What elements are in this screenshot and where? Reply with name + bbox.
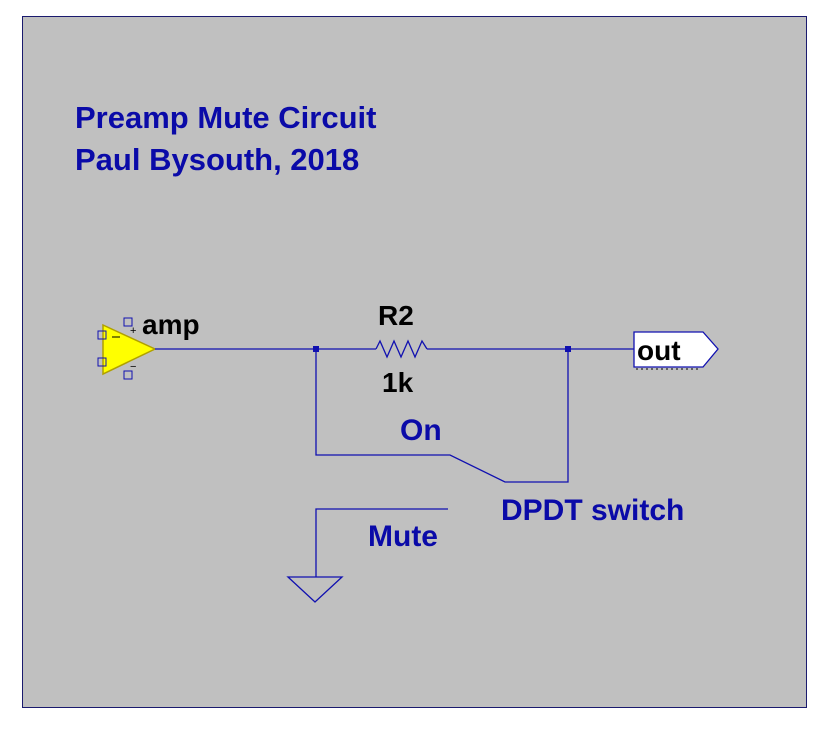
switch-name-label: DPDT switch [501, 494, 684, 527]
switch-mute-label: Mute [368, 520, 438, 553]
output-port-flag[interactable] [633, 331, 719, 368]
opamp-pin-in-plus[interactable] [97, 330, 107, 340]
resistor-value-label: 1k [382, 367, 414, 398]
opamp-pin-in-minus[interactable] [97, 357, 107, 367]
ground-icon[interactable] [286, 576, 344, 603]
opamp-plus-sign: + [130, 325, 136, 337]
opamp-symbol[interactable]: + − [97, 317, 157, 380]
wire-switch-mute-path[interactable] [315, 508, 448, 577]
opamp-label: amp [142, 309, 200, 340]
resistor-ref-label: R2 [378, 300, 414, 331]
title-line-1: Preamp Mute Circuit [75, 100, 376, 135]
title-line-2: Paul Bysouth, 2018 [75, 142, 359, 177]
resistor-r2[interactable] [375, 339, 428, 359]
opamp-minus-sign: − [130, 361, 136, 373]
output-port-label: out [637, 335, 681, 366]
switch-on-label: On [400, 414, 442, 447]
wire-switch-on-path[interactable] [315, 349, 569, 483]
opamp-pin-vplus[interactable] [123, 317, 133, 327]
opamp-pin-vminus[interactable] [123, 370, 133, 380]
